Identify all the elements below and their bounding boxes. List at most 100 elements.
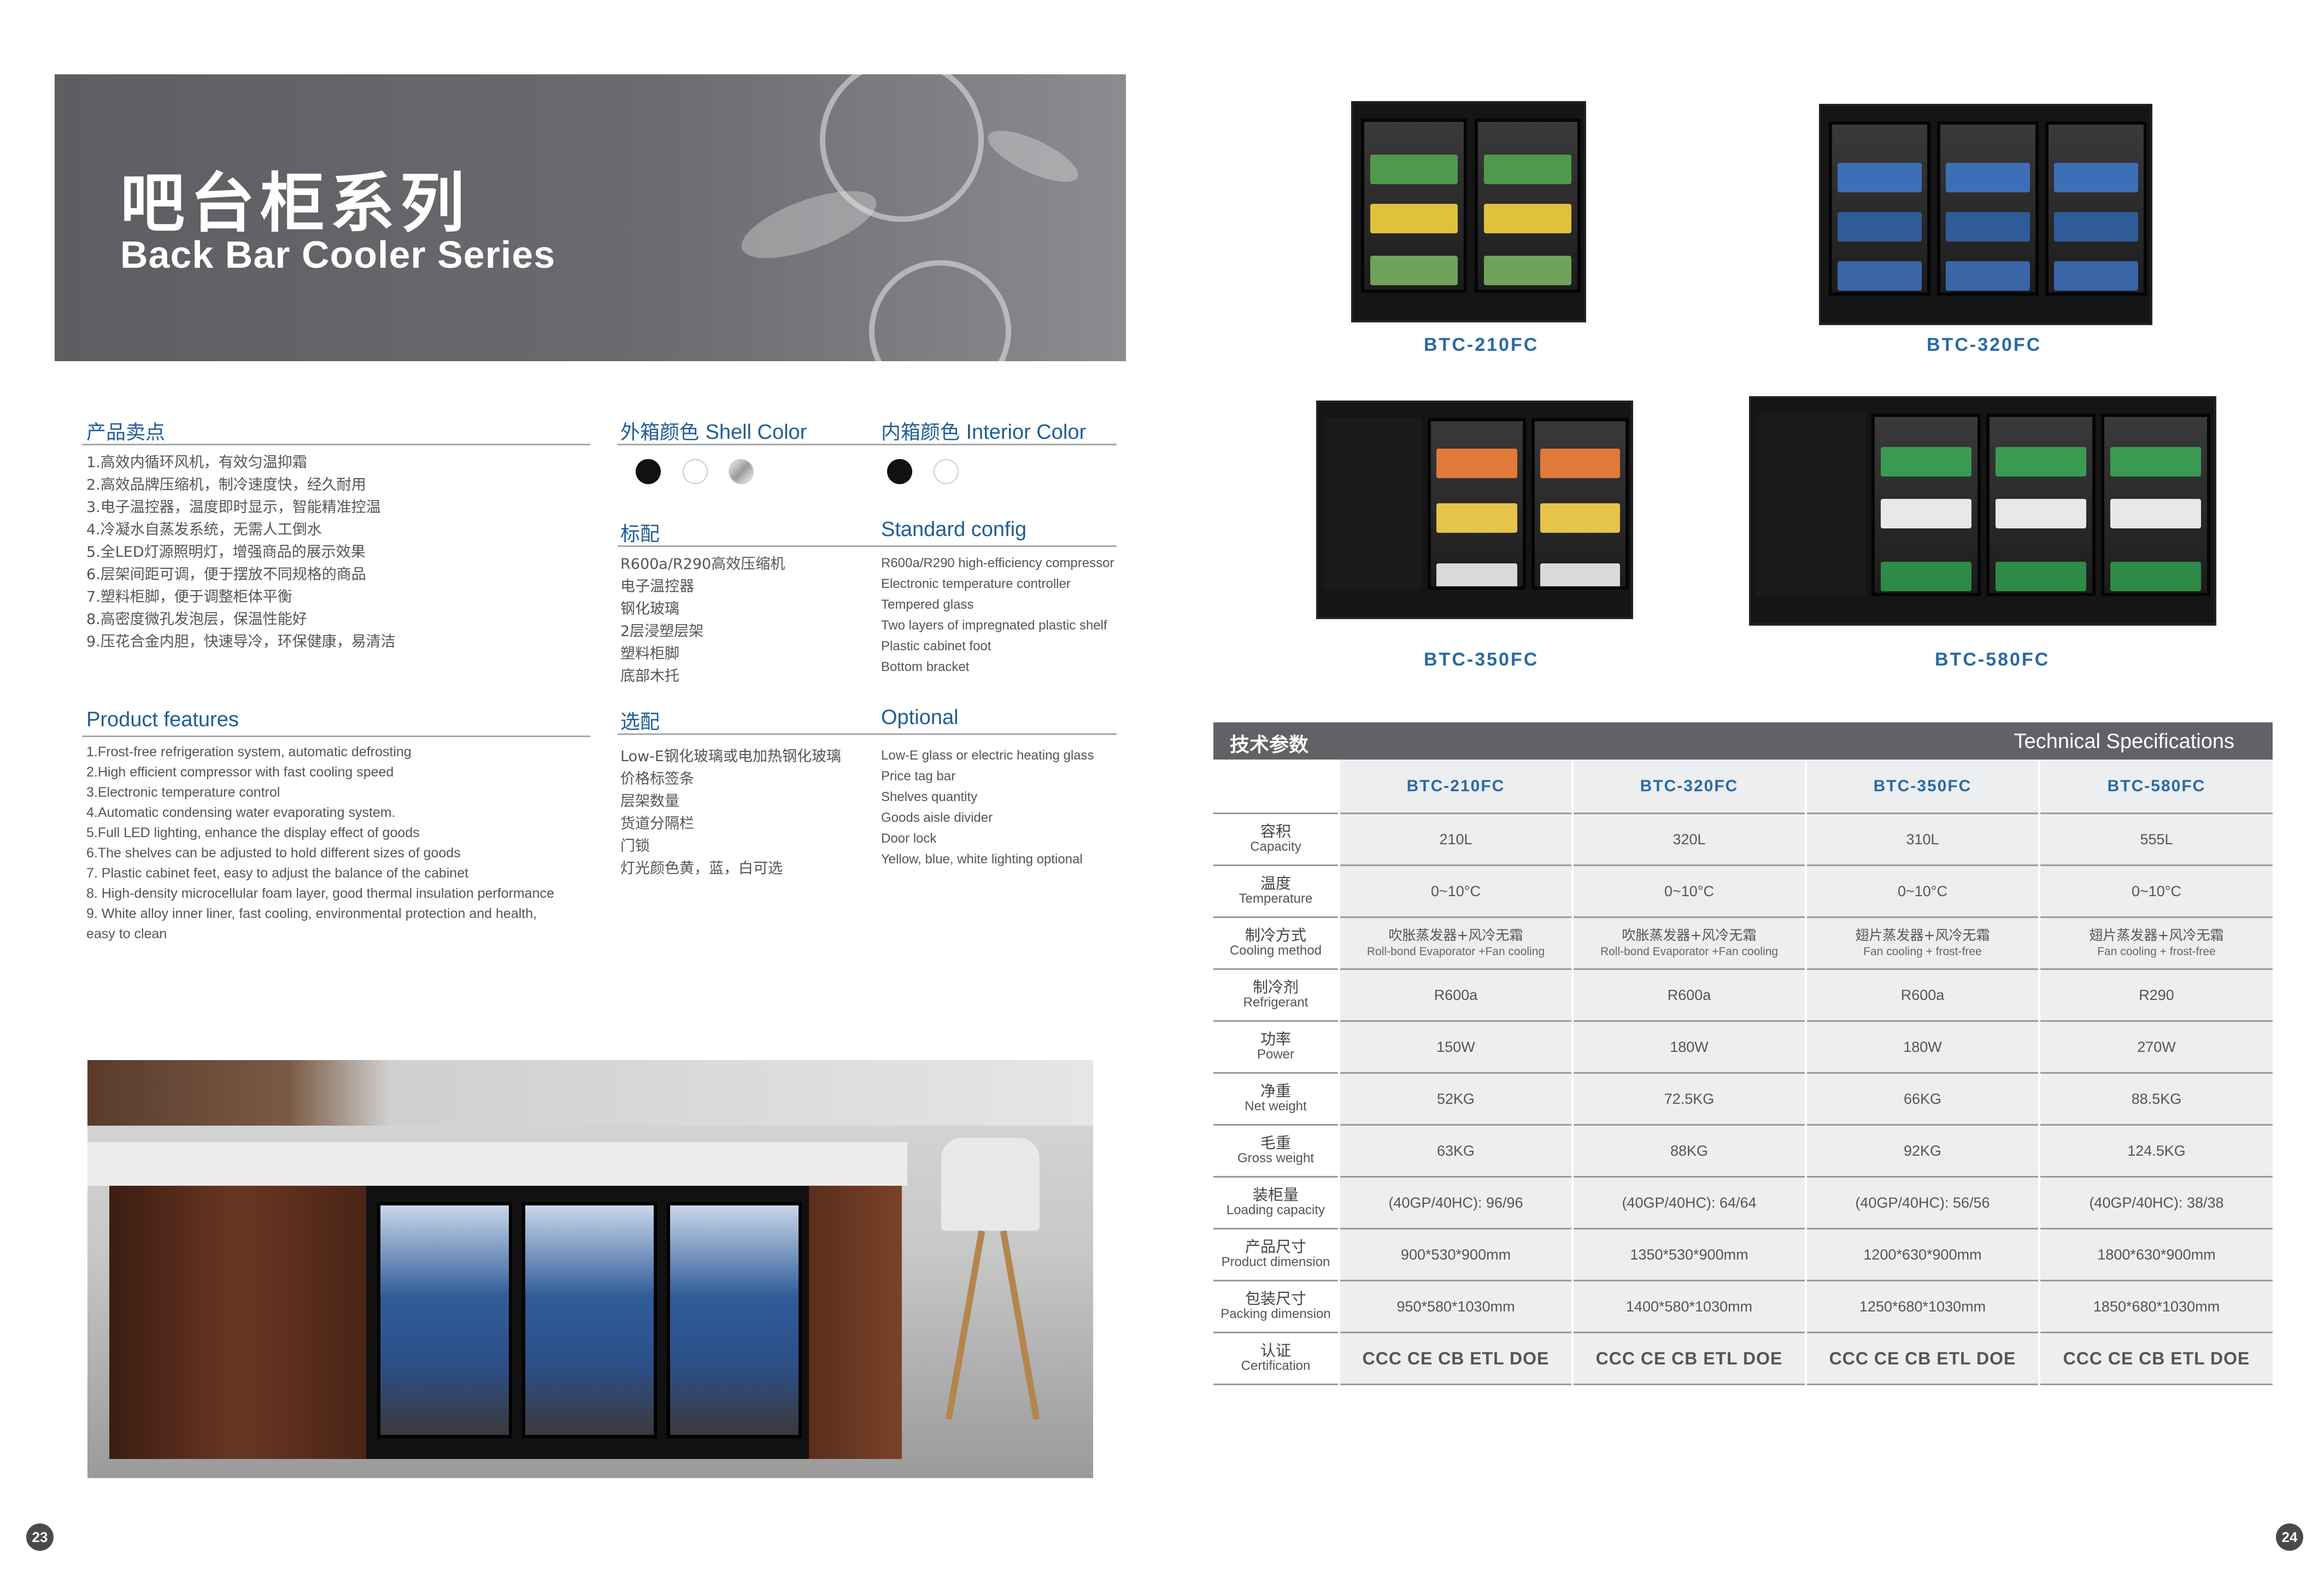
- list-item: 8.高密度微孔发泡层，保温性能好: [86, 611, 307, 628]
- list-item: 2.高效品牌压缩机，制冷速度快，经久耐用: [86, 476, 366, 493]
- list-item: 5.Full LED lighting, enhance the display…: [86, 825, 420, 840]
- certification-logos: CCC CE CB ETL DOE: [1805, 1332, 2039, 1385]
- table-cell: 210L: [1338, 813, 1572, 866]
- banner-title-en: Back Bar Cooler Series: [120, 233, 556, 276]
- certification-logos: CCC CE CB ETL DOE: [2038, 1332, 2273, 1385]
- glass-door: [1871, 414, 1981, 596]
- product-image-btc-580fc: [1749, 396, 2216, 626]
- interior-color-swatch: [934, 459, 959, 484]
- wood-panel: [109, 1186, 366, 1459]
- list-item: 1.高效内循环风机，有效匀温抑霜: [86, 454, 307, 471]
- optional-list-en: Low-E glass or electric heating glass Pr…: [881, 745, 1094, 870]
- list-item: Plastic cabinet foot: [881, 639, 991, 654]
- standard-config-title-en: Standard config: [881, 518, 1027, 541]
- table-cell: 180W: [1571, 1021, 1806, 1074]
- glass-door: [377, 1202, 512, 1438]
- list-item: 底部木托: [620, 668, 679, 685]
- glass-door: [2045, 121, 2147, 296]
- certification-logos: CCC CE CB ETL DOE: [1571, 1332, 1806, 1385]
- table-cell: 66KG: [1805, 1073, 2039, 1126]
- optional-list-cn: Low-E钢化玻璃或电加热钢化玻璃 价格标签条 层架数量 货道分隔栏 门锁 灯光…: [620, 745, 841, 880]
- model-label: BTC-350FC: [1424, 649, 1539, 670]
- list-item: 货道分隔栏: [620, 815, 694, 832]
- list-item: 塑料柜脚: [620, 645, 679, 662]
- list-item: 8. High-density microcellular foam layer…: [86, 886, 554, 901]
- list-item: 层架数量: [620, 793, 679, 810]
- glass-door: [667, 1202, 802, 1438]
- list-item: 4.冷凝水自蒸发系统，无需人工倒水: [86, 521, 322, 538]
- list-item: Low-E钢化玻璃或电加热钢化玻璃: [620, 748, 841, 765]
- lemon-slice-graphic: [820, 74, 984, 222]
- standard-config-list-cn: R600a/R290高效压缩机 电子温控器 钢化玻璃 2层浸塑层架 塑料柜脚 底…: [620, 553, 785, 687]
- table-cell: R290: [2038, 969, 2273, 1022]
- list-item: R600a/R290 high-efficiency compressor: [881, 556, 1114, 570]
- divider: [618, 733, 1117, 735]
- list-item: 电子温控器: [620, 578, 694, 595]
- product-image-btc-350fc: [1316, 401, 1633, 619]
- kitchen-scene-photo: [87, 1060, 1093, 1478]
- model-label: BTC-320FC: [1927, 334, 2042, 355]
- control-panel: [1324, 418, 1422, 590]
- list-item: 灯光颜色黄，蓝，白可选: [620, 860, 783, 877]
- column-header: BTC-580FC: [2038, 760, 2273, 814]
- product-features-list: 1.Frost-free refrigeration system, autom…: [86, 742, 554, 944]
- divider: [82, 444, 590, 445]
- product-image-btc-210fc: [1351, 101, 1586, 322]
- table-cell: 0~10°C: [1338, 865, 1572, 918]
- list-item: 4.Automatic condensing water evaporating…: [86, 805, 396, 820]
- table-cell: (40GP/40HC): 96/96: [1338, 1176, 1572, 1229]
- list-item: Electronic temperature controller: [881, 576, 1071, 591]
- shell-color-swatch: [729, 459, 754, 484]
- table-cell: 1800*630*900mm: [2038, 1228, 2273, 1281]
- water-splash-graphic: [981, 120, 1085, 192]
- product-features-title: Product features: [86, 708, 239, 731]
- table-cell: 150W: [1338, 1021, 1572, 1074]
- glass-door: [522, 1202, 657, 1438]
- list-item: Price tag bar: [881, 769, 956, 784]
- list-item: Goods aisle divider: [881, 810, 993, 825]
- control-panel: [1757, 414, 1866, 596]
- list-item: 9.压花合金内胆，快速导冷，环保健康，易清洁: [86, 633, 396, 650]
- list-item: 2.High efficient compressor with fast co…: [86, 764, 394, 780]
- table-cell: 1250*680*1030mm: [1805, 1280, 2039, 1333]
- stool-leg: [945, 1230, 985, 1420]
- certification-logos: CCC CE CB ETL DOE: [1338, 1332, 1572, 1385]
- table-cell: 52KG: [1338, 1073, 1572, 1126]
- table-cell: 310L: [1805, 813, 2039, 866]
- list-item: 7. Plastic cabinet feet, easy to adjust …: [86, 866, 469, 881]
- glass-door: [1475, 119, 1581, 293]
- spec-title-cn: 技术参数: [1230, 734, 1309, 756]
- column-header: BTC-210FC: [1338, 760, 1572, 814]
- selling-points-title: 产品卖点: [86, 421, 166, 444]
- standard-config-title-cn: 标配: [620, 523, 660, 545]
- table-cell: 900*530*900mm: [1338, 1228, 1572, 1281]
- shell-color-title: 外箱颜色 Shell Color: [620, 421, 807, 444]
- list-item: Shelves quantity: [881, 790, 978, 804]
- table-cell: 124.5KG: [2038, 1125, 2273, 1178]
- table-cell: 555L: [2038, 813, 2273, 866]
- water-splash-graphic: [733, 177, 884, 272]
- table-cell: R600a: [1805, 969, 2039, 1022]
- table-cell: 63KG: [1338, 1125, 1572, 1178]
- table-cell: 0~10°C: [1805, 865, 2039, 918]
- table-cell: 1400*580*1030mm: [1571, 1280, 1806, 1333]
- table-cell: 92KG: [1805, 1125, 2039, 1178]
- table-header-row: BTC-210FC BTC-320FC BTC-350FC BTC-580FC: [1213, 760, 2273, 814]
- table-cell: 270W: [2038, 1021, 2273, 1074]
- glass-door: [1531, 418, 1629, 590]
- product-image-btc-320fc: [1819, 104, 2152, 325]
- bookshelf-background: [87, 1060, 1093, 1126]
